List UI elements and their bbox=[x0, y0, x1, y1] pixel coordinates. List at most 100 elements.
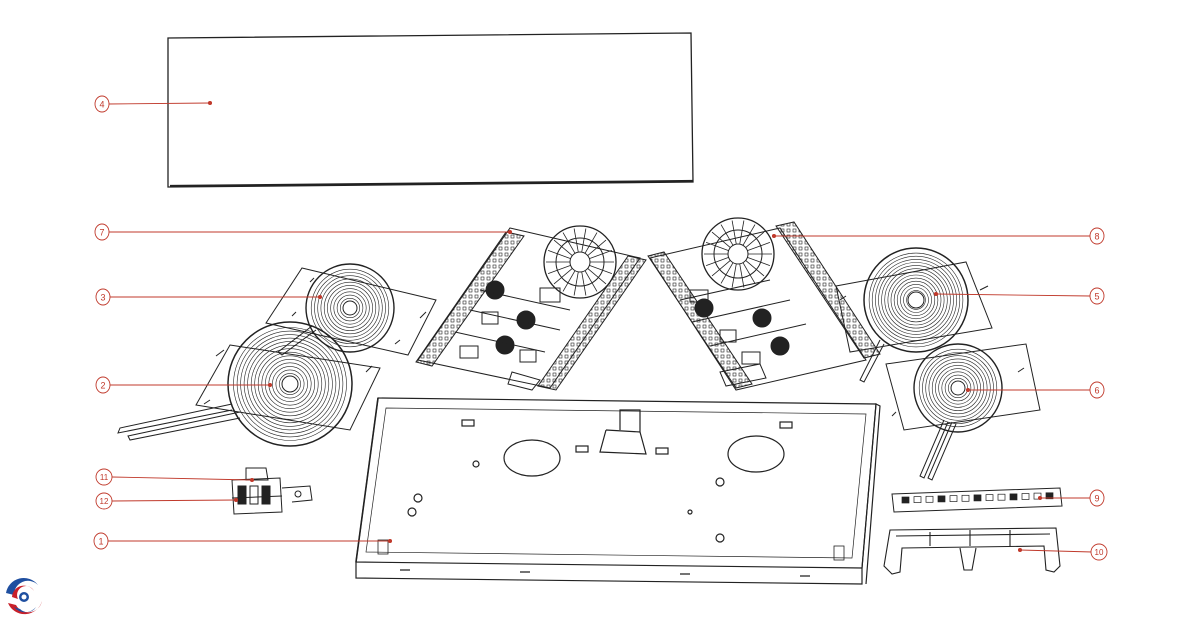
coil-winding bbox=[881, 265, 951, 335]
coil-winding bbox=[327, 285, 373, 331]
callout-2: 2 bbox=[95, 376, 111, 394]
fan-blade bbox=[720, 262, 734, 284]
fan-blade bbox=[584, 270, 598, 292]
callout-12: 12 bbox=[95, 492, 113, 510]
callout-label: 2 bbox=[100, 381, 105, 391]
callout-10: 10 bbox=[1090, 543, 1108, 561]
coil-winding bbox=[314, 272, 386, 344]
board-component bbox=[961, 494, 970, 502]
board-component bbox=[925, 495, 934, 503]
fan-blade bbox=[587, 239, 607, 256]
coil-winding bbox=[925, 355, 991, 421]
fan-blade bbox=[547, 250, 571, 259]
board-component bbox=[997, 493, 1006, 501]
coil-winding bbox=[887, 271, 945, 329]
coil-winding bbox=[272, 366, 308, 402]
coil-winding bbox=[317, 275, 383, 341]
power-board-right bbox=[647, 217, 881, 391]
callout-11: 11 bbox=[95, 468, 113, 486]
fan-blade bbox=[739, 220, 745, 245]
board-component bbox=[937, 495, 946, 503]
callout-label: 10 bbox=[1095, 548, 1104, 557]
fan-blade bbox=[747, 257, 771, 266]
coil-winding bbox=[884, 268, 948, 332]
coil-winding bbox=[871, 255, 961, 345]
coil-winding bbox=[878, 262, 954, 338]
callout-label: 9 bbox=[1094, 494, 1099, 504]
callout-label: 6 bbox=[1094, 386, 1099, 396]
callout-3: 3 bbox=[95, 288, 111, 306]
coil-winding bbox=[896, 280, 936, 320]
fan-blade bbox=[553, 268, 573, 285]
coil-winding bbox=[928, 358, 988, 418]
fan-blade bbox=[581, 228, 587, 253]
coil-winding bbox=[938, 368, 978, 408]
power-board-left bbox=[415, 225, 647, 391]
bottom-chassis bbox=[355, 397, 881, 585]
induction-coil-right-small bbox=[885, 343, 1041, 481]
fan-blade bbox=[739, 263, 745, 288]
glass-top-panel bbox=[167, 32, 694, 188]
coil-winding bbox=[257, 351, 323, 417]
fan-blade bbox=[589, 265, 613, 274]
board-component bbox=[1021, 493, 1030, 500]
induction-coil-left-small bbox=[265, 263, 437, 356]
coil-winding bbox=[243, 337, 337, 431]
fan-blade bbox=[573, 228, 579, 253]
fan-blade bbox=[742, 224, 756, 246]
coil-winding bbox=[893, 277, 939, 323]
coil-winding bbox=[247, 341, 333, 427]
front-bracket bbox=[883, 527, 1061, 575]
board-component bbox=[949, 495, 958, 502]
board-component bbox=[985, 494, 994, 501]
coil-winding bbox=[275, 369, 305, 399]
board-component bbox=[973, 494, 982, 502]
callout-label: 3 bbox=[100, 293, 105, 303]
board-component bbox=[1009, 493, 1018, 501]
coil-winding bbox=[941, 371, 975, 405]
coil-winding bbox=[868, 252, 964, 348]
board-component bbox=[1045, 492, 1054, 500]
coil-winding bbox=[944, 374, 972, 402]
callout-label: 4 bbox=[99, 100, 104, 110]
coil-winding bbox=[890, 274, 942, 326]
coil-winding bbox=[922, 352, 994, 424]
coil-winding bbox=[931, 361, 985, 415]
callout-label: 12 bbox=[100, 497, 109, 506]
callout-label: 1 bbox=[98, 537, 103, 547]
callout-label: 8 bbox=[1094, 232, 1099, 242]
fan-blade bbox=[745, 231, 765, 248]
fan-blade bbox=[731, 263, 737, 288]
callout-leaders bbox=[107, 100, 1093, 553]
callout-4: 4 bbox=[94, 95, 110, 113]
fan-blade bbox=[553, 239, 573, 256]
terminal-block bbox=[231, 467, 313, 515]
fan-blade bbox=[720, 224, 734, 246]
control-board bbox=[891, 487, 1063, 513]
coil-winding bbox=[918, 348, 998, 428]
fan-blade bbox=[742, 262, 756, 284]
coil-winding bbox=[906, 290, 926, 310]
coil-winding bbox=[233, 327, 347, 441]
brand-swirl-logo bbox=[3, 576, 45, 618]
fan-blade bbox=[562, 232, 576, 254]
coil-winding bbox=[935, 365, 981, 411]
coil-winding bbox=[254, 348, 326, 420]
coil-winding bbox=[320, 278, 380, 338]
callout-label: 7 bbox=[99, 228, 104, 238]
coil-winding bbox=[250, 344, 330, 424]
callout-1: 1 bbox=[93, 532, 109, 550]
coil-winding bbox=[330, 288, 370, 328]
coil-winding bbox=[279, 373, 301, 395]
induction-coil-right-large bbox=[835, 247, 993, 383]
fan-blade bbox=[573, 271, 579, 296]
coil-winding bbox=[339, 297, 360, 318]
coil-winding bbox=[261, 355, 319, 413]
fan-blade bbox=[584, 232, 598, 254]
callout-label: 5 bbox=[1094, 292, 1099, 302]
callout-9: 9 bbox=[1089, 489, 1105, 507]
coil-winding bbox=[903, 287, 929, 313]
coil-winding bbox=[323, 281, 377, 335]
